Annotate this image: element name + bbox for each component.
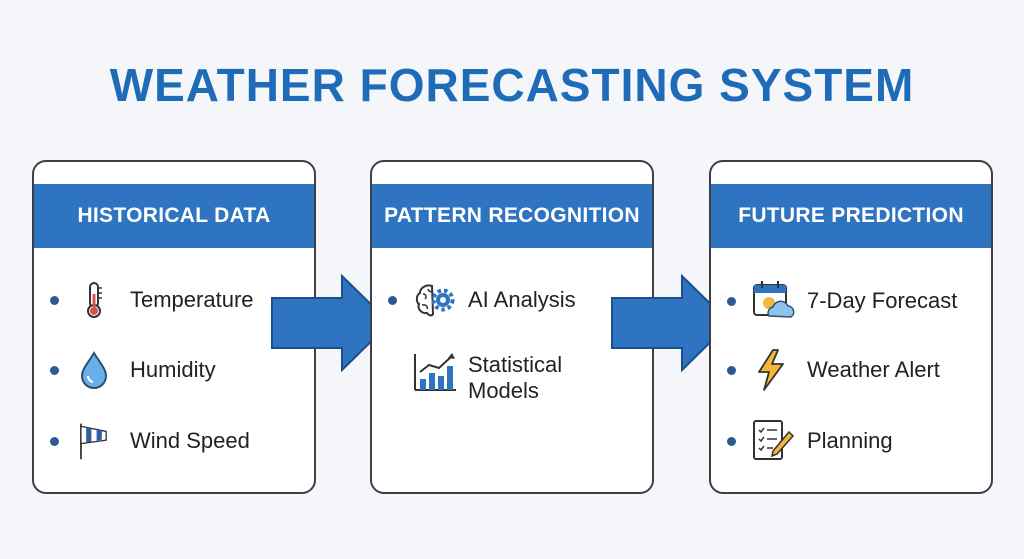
item-label: Humidity	[130, 357, 216, 382]
water-drop-icon	[80, 351, 108, 389]
calendar-weather-icon	[753, 281, 795, 318]
list-item: Humidity	[34, 348, 314, 392]
item-label: Weather Alert	[807, 357, 940, 382]
thermometer-icon	[87, 282, 102, 318]
brain-gear-icon	[415, 284, 455, 317]
item-label: 7-Day Forecast	[807, 288, 958, 313]
bullet	[727, 365, 736, 375]
bullet	[727, 436, 736, 446]
page-title: WEATHER FORECASTING SYSTEM	[109, 59, 915, 111]
panel-historical-data: HISTORICAL DATA Temperature Humidity	[32, 160, 316, 494]
item-label: Temperature	[130, 287, 254, 312]
flow-arrow	[271, 273, 392, 373]
item-label: Planning	[807, 428, 893, 453]
bullet	[388, 295, 397, 305]
panel-pattern-recognition: PATTERN RECOGNITION AI Analysis Statisti…	[370, 160, 654, 494]
lightning-icon	[758, 349, 784, 391]
list-item: Temperature	[34, 278, 314, 322]
checklist-icon	[753, 420, 795, 460]
bullet	[50, 436, 59, 446]
panel-future-prediction: FUTURE PREDICTION 7-Day Forecast Weather…	[709, 160, 993, 494]
bar-chart-icon	[414, 353, 456, 391]
panel-header: PATTERN RECOGNITION	[372, 184, 652, 248]
item-label: Wind Speed	[130, 428, 250, 453]
list-item: Planning	[711, 418, 991, 464]
item-label: Statistical Models	[468, 352, 563, 403]
list-item: 7-Day Forecast	[711, 278, 991, 324]
list-item: Wind Speed	[34, 418, 314, 464]
list-item: Weather Alert	[711, 348, 991, 392]
bullet	[50, 365, 59, 375]
bullet	[727, 296, 736, 306]
flow-arrow	[611, 273, 732, 373]
bullet	[50, 295, 59, 305]
list-item: AI Analysis	[372, 278, 652, 322]
list-item: Statistical Models	[372, 348, 652, 408]
windsock-icon	[80, 423, 107, 460]
panel-header: FUTURE PREDICTION	[711, 184, 991, 248]
panel-header: HISTORICAL DATA	[34, 184, 314, 248]
item-label: AI Analysis	[468, 287, 576, 312]
